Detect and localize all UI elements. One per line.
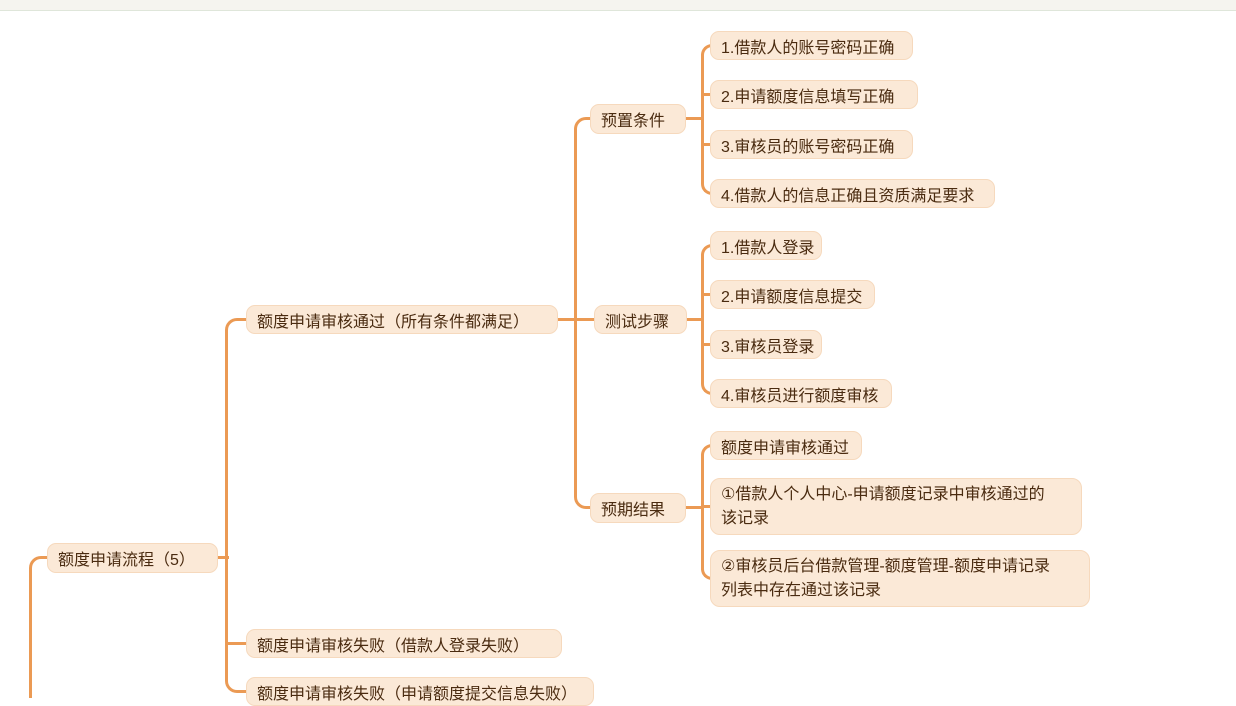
connector-trunk2-top-hook	[574, 117, 591, 132]
connector-steps-trunk	[701, 254, 704, 384]
connector-pre-item3-stub	[701, 143, 711, 146]
connector-results-trunk	[701, 454, 704, 570]
connector-fail1-stub	[225, 642, 247, 645]
connector-pre-bottom-hook	[701, 182, 712, 195]
connector-pre-item2-stub	[701, 93, 711, 96]
connector-results-item2-stub	[701, 505, 711, 508]
connector-trunk2-bottom-hook	[574, 494, 591, 509]
test-step-item-4[interactable]: 4.审核员进行额度审核	[710, 379, 892, 408]
connector-trunk1-top-hook	[225, 318, 247, 333]
root-node[interactable]: 额度申请流程（5）	[47, 543, 218, 573]
connector-preconditions-stub	[686, 117, 703, 120]
browser-top-strip	[0, 0, 1236, 11]
connector-trunk2-line	[574, 129, 577, 497]
connector-trunk1-bottom-hook	[225, 678, 247, 693]
test-step-item-3[interactable]: 3.审核员登录	[710, 330, 822, 359]
expected-result-item-2[interactable]: ①借款人个人中心-申请额度记录中审核通过的 该记录	[710, 478, 1082, 535]
test-step-item-2[interactable]: 2.申请额度信息提交	[710, 280, 875, 309]
section-node-test-steps[interactable]: 测试步骤	[594, 305, 687, 334]
connector-results-top-hook	[701, 444, 712, 457]
connector-steps-item2-stub	[701, 293, 711, 296]
connector-steps-stub	[687, 318, 703, 321]
connector-results-stub	[686, 506, 703, 509]
connector-steps-top-hook	[701, 244, 712, 257]
expected-result-item-3-line-1: ②审核员后台借款管理-额度管理-额度申请记录	[721, 558, 1051, 575]
connector-root-tail-corner	[29, 556, 48, 571]
branch-node-approved[interactable]: 额度申请审核通过（所有条件都满足）	[246, 305, 558, 334]
expected-result-item-3[interactable]: ②审核员后台借款管理-额度管理-额度申请记录 列表中存在通过该记录	[710, 550, 1090, 607]
connector-pre-trunk	[701, 54, 704, 184]
connector-trunk1-line	[225, 330, 228, 681]
branch-node-fail-login[interactable]: 额度申请审核失败（借款人登录失败）	[246, 629, 562, 658]
branch-node-fail-submit[interactable]: 额度申请审核失败（申请额度提交信息失败）	[246, 677, 594, 706]
connector-steps-bottom-hook	[701, 382, 712, 395]
expected-result-item-2-line-2: 该记录	[721, 510, 770, 527]
expected-result-item-2-line-1: ①借款人个人中心-申请额度记录中审核通过的	[721, 486, 1045, 503]
expected-result-item-1[interactable]: 额度申请审核通过	[710, 431, 862, 460]
connector-steps-item3-stub	[701, 343, 711, 346]
connector-root-tail-line	[29, 569, 32, 698]
section-node-preconditions[interactable]: 预置条件	[590, 104, 686, 134]
connector-results-bottom-hook	[701, 567, 712, 580]
section-node-expected-results[interactable]: 预期结果	[590, 493, 686, 523]
precondition-item-3[interactable]: 3.审核员的账号密码正确	[710, 130, 913, 159]
expected-result-item-3-line-2: 列表中存在通过该记录	[721, 582, 882, 599]
precondition-item-1[interactable]: 1.借款人的账号密码正确	[710, 31, 913, 60]
precondition-item-2[interactable]: 2.申请额度信息填写正确	[710, 80, 918, 109]
precondition-item-4[interactable]: 4.借款人的信息正确且资质满足要求	[710, 179, 995, 208]
connector-root-stub	[216, 556, 229, 559]
test-step-item-1[interactable]: 1.借款人登录	[710, 231, 822, 260]
connector-pre-top-hook	[701, 44, 712, 57]
